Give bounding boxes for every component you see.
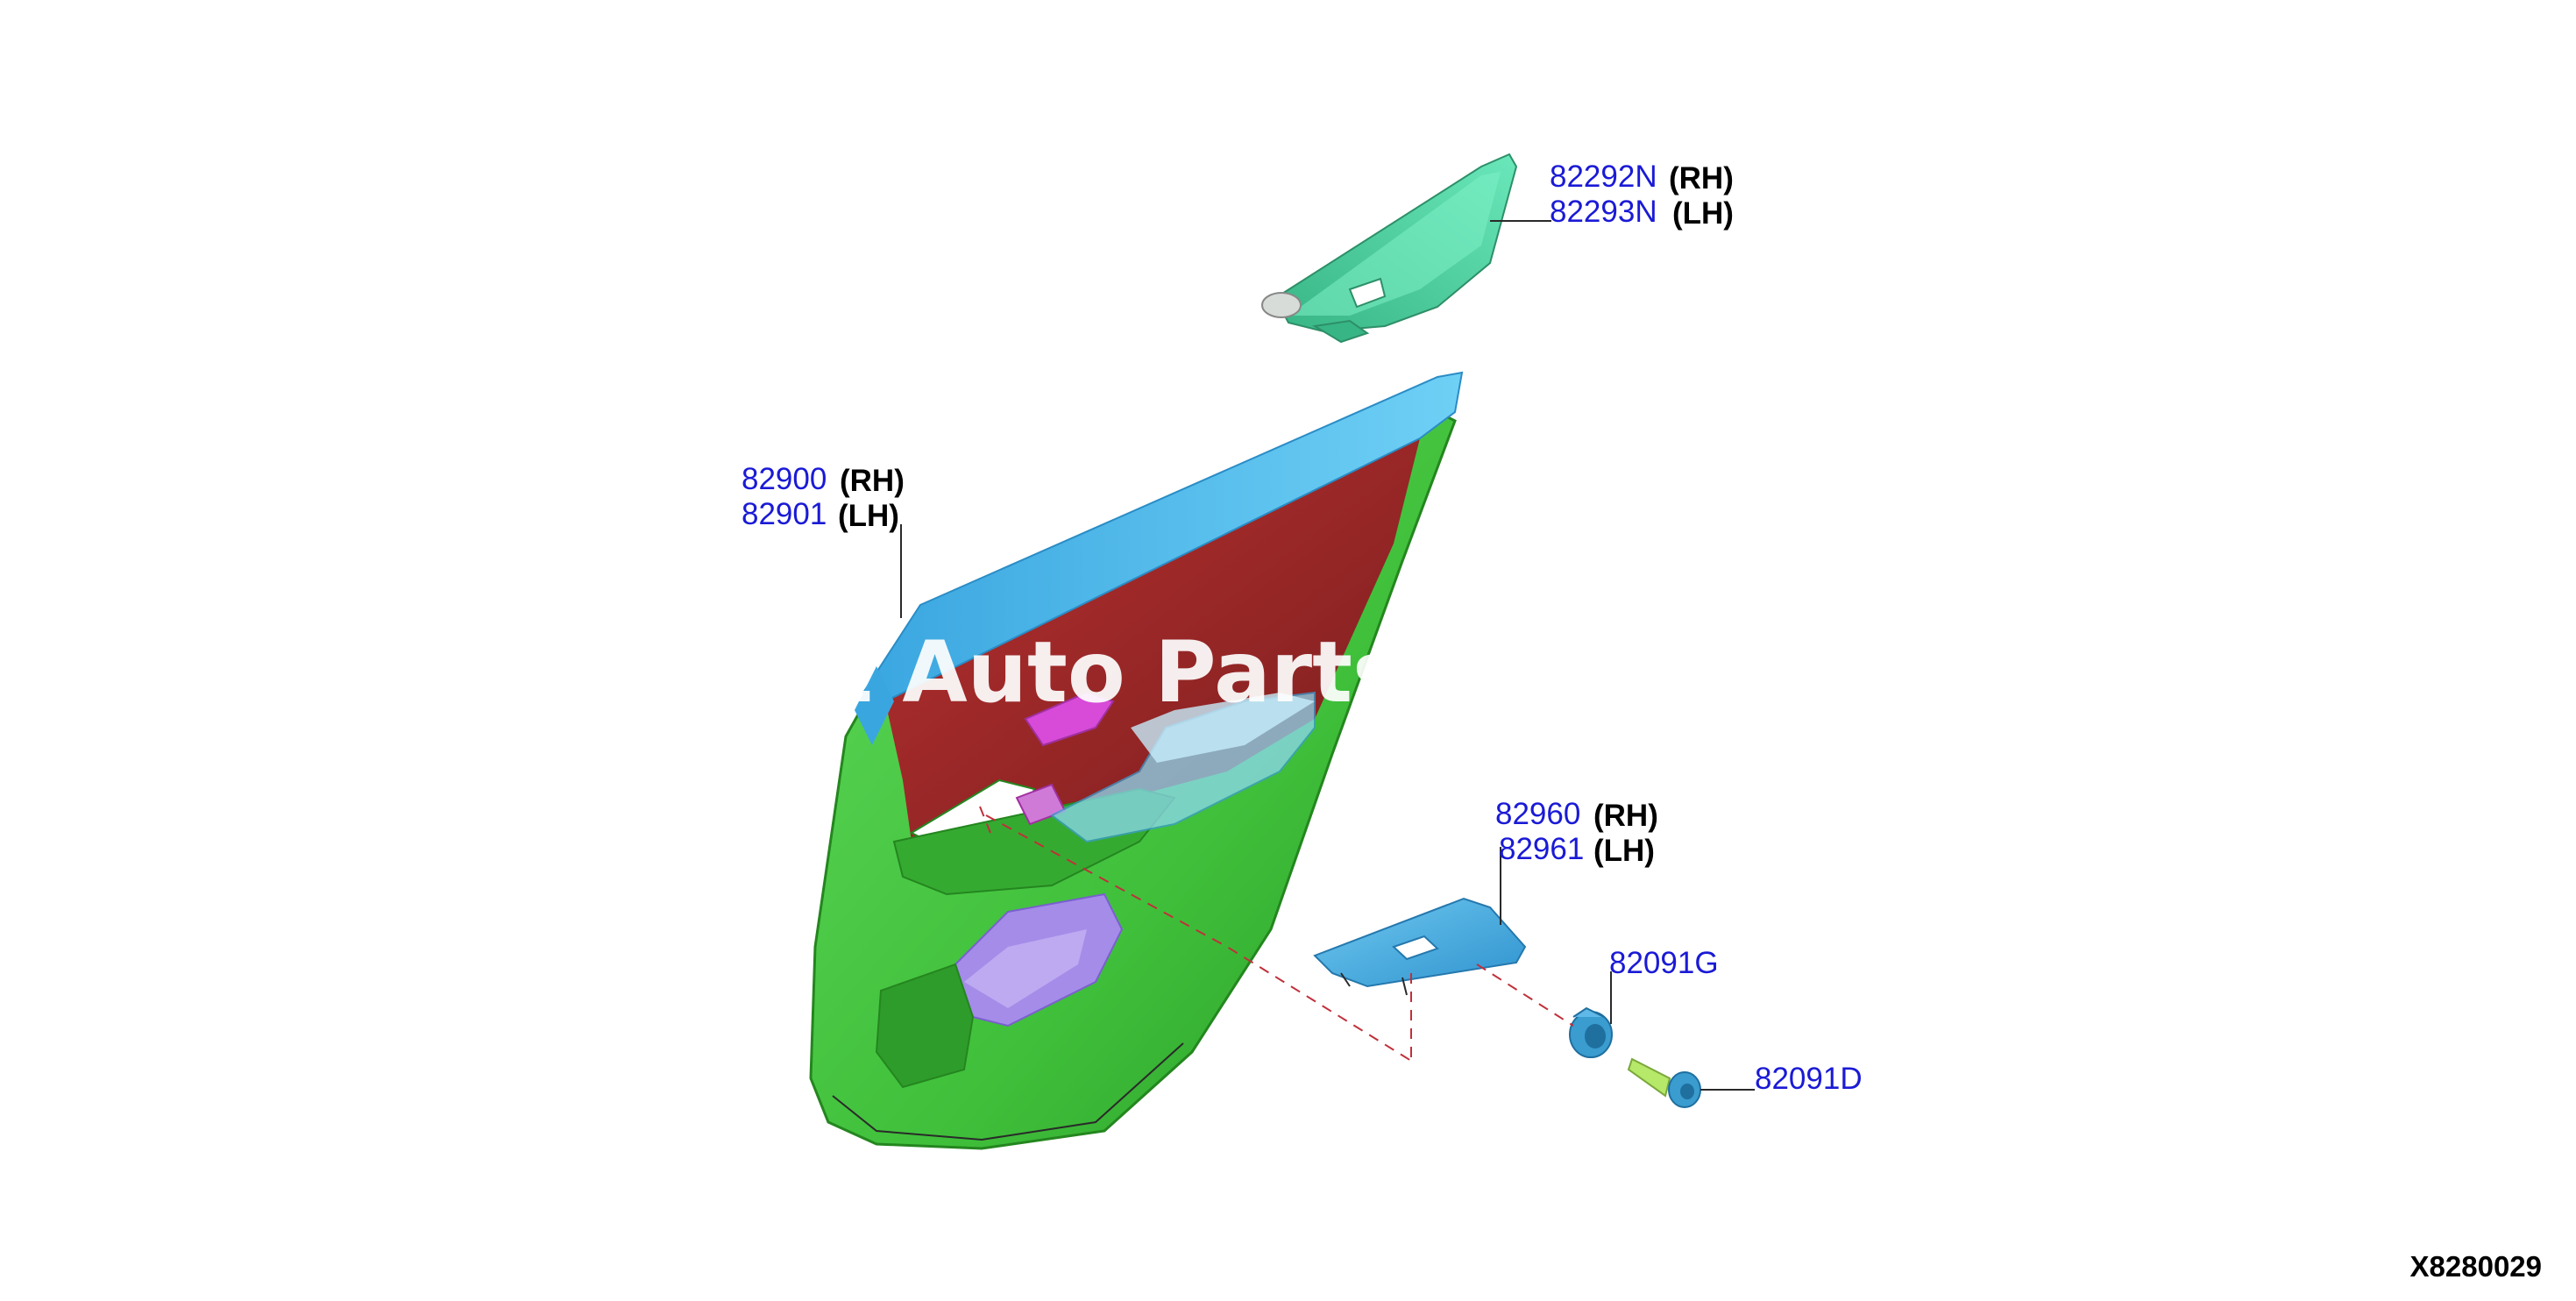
callout-82900[interactable]: 82900 (RH)	[742, 462, 905, 498]
part-number-82091G[interactable]: 82091G	[1609, 946, 1719, 980]
screw-part[interactable]	[1627, 1057, 1701, 1108]
callout-82901[interactable]: 82901 (LH)	[742, 497, 899, 533]
side-rh-82900: (RH)	[840, 464, 905, 498]
side-lh-82293N: (LH)	[1672, 196, 1734, 231]
callout-82293N[interactable]: 82293N (LH)	[1550, 195, 1734, 231]
trim-finisher-part[interactable]	[1261, 153, 1518, 344]
leader-lines	[900, 220, 1755, 1091]
part-number-82091D[interactable]: 82091D	[1755, 1062, 1863, 1096]
figure-id: X8280029	[2410, 1250, 2542, 1283]
part-number-82960[interactable]: 82960	[1495, 797, 1580, 831]
part-number-82900[interactable]: 82900	[742, 462, 827, 496]
door-trim-part[interactable]	[809, 371, 1464, 1150]
grommet-part[interactable]	[1569, 1006, 1613, 1058]
callout-82091G[interactable]: 82091G	[1609, 946, 1719, 980]
assembly-dashed-lines	[979, 806, 1574, 1065]
side-rh-82960: (RH)	[1593, 799, 1658, 833]
part-number-82293N[interactable]: 82293N	[1550, 195, 1657, 229]
callout-82960[interactable]: 82960 (RH)	[1495, 797, 1658, 833]
side-lh-82961: (LH)	[1593, 834, 1655, 868]
side-rh-82292N: (RH)	[1669, 161, 1734, 196]
switch-panel-part[interactable]	[1313, 897, 1527, 996]
callout-82292N[interactable]: 82292N (RH)	[1550, 160, 1734, 196]
part-number-82292N[interactable]: 82292N	[1550, 160, 1657, 194]
part-number-82961[interactable]: 82961	[1499, 832, 1584, 866]
callout-82091D[interactable]: 82091D	[1755, 1062, 1863, 1096]
watermark-text: t Auto Parts	[833, 623, 1402, 722]
part-number-82901[interactable]: 82901	[742, 497, 827, 531]
side-lh-82901: (LH)	[838, 499, 899, 533]
callout-82961[interactable]: 82961 (LH)	[1499, 832, 1655, 868]
